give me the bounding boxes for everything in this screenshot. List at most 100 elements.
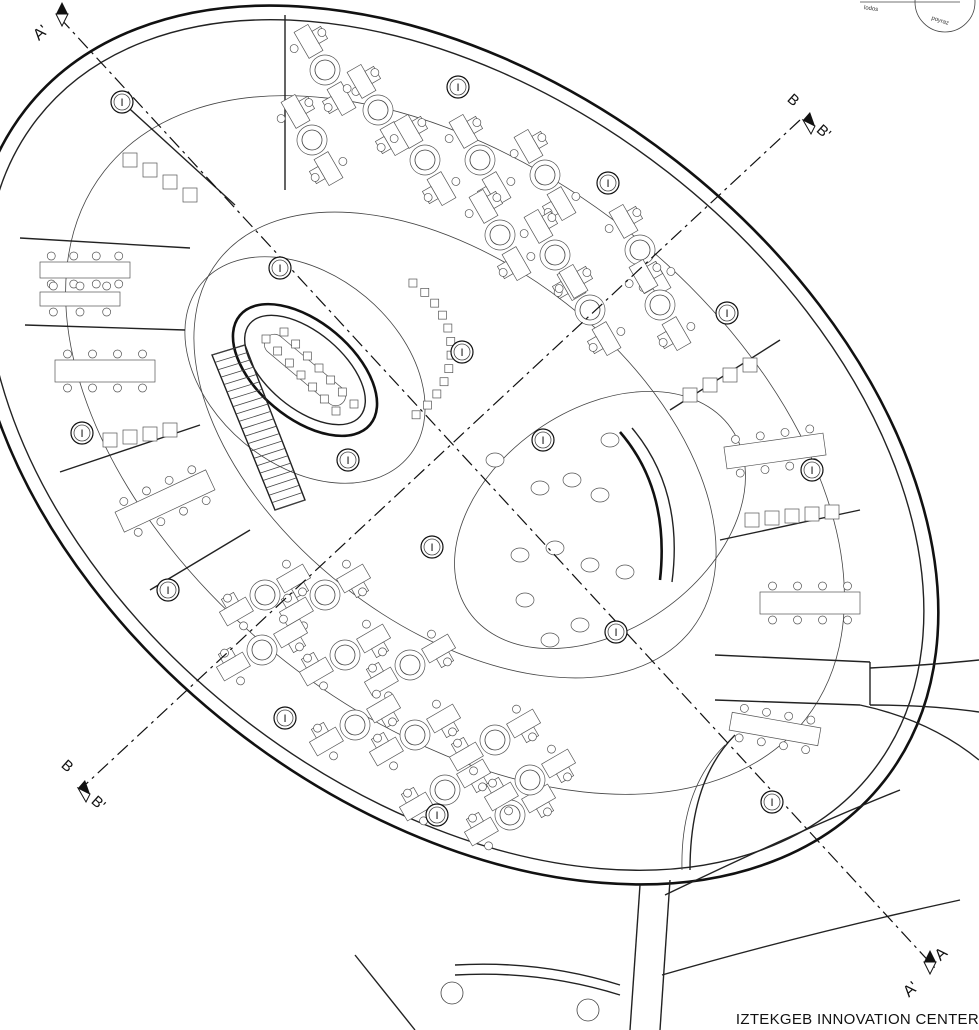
svg-text:I: I — [456, 82, 459, 94]
column-marker-icon: I — [70, 421, 94, 445]
conference-table — [264, 333, 346, 407]
column-marker-icon: I — [760, 790, 784, 814]
svg-text:I: I — [166, 585, 169, 597]
column-marker-icon: I — [156, 578, 180, 602]
section-label-b-lower-prime: B' — [88, 793, 109, 814]
svg-text:I: I — [770, 797, 773, 809]
entry-column-2 — [576, 998, 600, 1022]
workstation-cluster — [554, 263, 626, 357]
compass-circle-icon — [914, 0, 976, 33]
workstation-cluster — [363, 629, 457, 701]
lounge-seat — [545, 540, 565, 556]
office-desk — [759, 581, 861, 625]
workstation-cluster — [298, 619, 392, 691]
column-marker-icon: I — [425, 803, 449, 827]
workstation-cluster — [289, 23, 361, 117]
column-markers: I I I I I I I I I I I I I I I I — [70, 75, 824, 827]
svg-text:I: I — [283, 713, 286, 725]
office-desk — [39, 251, 131, 289]
inner-atrium-floor — [193, 211, 717, 679]
svg-text:I: I — [120, 97, 123, 109]
workstation-cluster — [464, 188, 536, 282]
left-core — [184, 256, 426, 484]
compass-label-poyraz: poyraz — [931, 16, 950, 27]
workstation-cluster — [463, 779, 557, 851]
lounge-seat — [510, 547, 530, 563]
column-marker-icon: I — [336, 448, 360, 472]
column-marker-icon: I — [715, 301, 739, 325]
column-marker-icon: I — [273, 706, 297, 730]
workstation-cluster — [483, 744, 577, 816]
office-desk — [39, 281, 121, 317]
column-marker-icon: I — [604, 620, 628, 644]
column-marker-icon: I — [800, 458, 824, 482]
meeting-oval-inner — [243, 314, 367, 426]
svg-text:I: I — [614, 627, 617, 639]
furniture-layer — [39, 23, 861, 851]
column-marker-icon: I — [446, 75, 470, 99]
lounge-seat — [540, 632, 560, 648]
svg-text:I: I — [460, 347, 463, 359]
compass-label-lodos: lodos — [864, 5, 879, 13]
lounge-area — [454, 390, 746, 650]
lounge-seat — [580, 557, 600, 573]
svg-text:I: I — [80, 428, 83, 440]
svg-text:I: I — [435, 810, 438, 822]
lounge-seat — [530, 480, 550, 496]
svg-text:I: I — [278, 263, 281, 275]
stair — [211, 344, 306, 511]
curved-partition — [619, 431, 663, 581]
lounge-seat — [570, 617, 590, 633]
lounge-seat — [600, 432, 620, 448]
workstation-cluster — [276, 93, 348, 187]
section-line-b — [84, 119, 801, 786]
svg-text:I: I — [725, 308, 728, 320]
svg-text:I: I — [430, 542, 433, 554]
office-desk — [114, 465, 216, 537]
section-marker-a-top: A' — [30, 2, 69, 44]
meeting-oval-outer — [231, 302, 379, 438]
column-marker-icon: I — [450, 340, 474, 364]
office-desk — [723, 424, 827, 478]
svg-text:I: I — [606, 178, 609, 190]
section-label-b-upper-prime: B' — [813, 121, 834, 142]
column-marker-icon: I — [531, 428, 555, 452]
office-desk — [54, 349, 156, 393]
section-label-b-upper: B — [784, 91, 803, 110]
svg-text:I: I — [346, 455, 349, 467]
section-marker-b-lower: B B' — [58, 757, 109, 814]
workstation-cluster — [368, 699, 462, 771]
workstation-cluster — [448, 704, 542, 776]
compass: lodos poyraz — [860, 0, 976, 33]
workstation-cluster — [509, 128, 581, 222]
section-lines — [59, 17, 936, 969]
lounge-seat — [562, 472, 582, 488]
lounge-oval — [454, 390, 746, 650]
left-core-outline — [184, 256, 426, 484]
reception-curve — [689, 734, 736, 871]
office-desk — [728, 704, 822, 754]
section-marker-b-upper: B B' — [784, 91, 834, 143]
column-marker-icon: I — [420, 535, 444, 559]
column-marker-icon: I — [268, 256, 292, 280]
lounge-seat — [515, 592, 535, 608]
lounge-seat — [615, 564, 635, 580]
drawing-title: IZTEKGEB INNOVATION CENTER — [735, 1011, 979, 1028]
stair-treads — [211, 344, 306, 511]
workstation-cluster — [308, 689, 402, 761]
section-label-a-bottom-prime: A' — [900, 979, 922, 1001]
svg-text:I: I — [810, 465, 813, 477]
workstation-cluster — [389, 113, 461, 207]
section-label-b-lower: B — [58, 757, 77, 776]
lounge-seat — [590, 487, 610, 503]
column-marker-icon: I — [110, 90, 134, 114]
workstation-cluster — [624, 258, 696, 352]
svg-text:I: I — [541, 435, 544, 447]
connector-corridor — [354, 659, 979, 1030]
workstation-cluster — [215, 614, 309, 686]
column-marker-icon: I — [596, 171, 620, 195]
workstation-cluster — [218, 559, 312, 631]
